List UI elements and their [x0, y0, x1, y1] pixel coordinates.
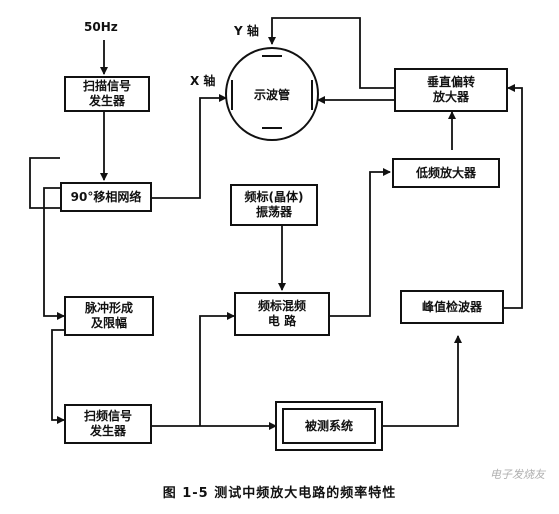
block-marker-oscillator: 频标(晶体) 振荡器: [230, 184, 318, 226]
oscilloscope-tube: [225, 47, 319, 141]
block-sweep-signal-generator: 扫描信号 发生器: [64, 76, 150, 112]
label-y-axis: Y 轴: [234, 24, 259, 38]
wire-sweep-to-mixer: [199, 312, 235, 426]
figure-caption: 图 1-5 测试中频放大电路的频率特性: [162, 486, 397, 501]
dut-outer-frame: [275, 401, 383, 451]
block-marker-mixer: 频标混频 电 路: [234, 292, 330, 336]
wire-mixer-to-lfamp: [330, 168, 391, 317]
label-50hz: 50Hz: [84, 20, 118, 34]
block-sweep-frequency-generator: 扫频信号 发生器: [64, 404, 152, 444]
wire-phase-to-pulse: [43, 187, 65, 320]
block-vertical-deflection-amplifier: 垂直偏转 放大器: [394, 68, 508, 112]
label-x-axis: X 轴: [190, 74, 216, 88]
block-phase-shift-network: 90°移相网络: [60, 182, 152, 212]
block-low-frequency-amplifier: 低频放大器: [392, 158, 500, 188]
oscilloscope-label: 示波管: [253, 87, 290, 102]
wire-y-axis: [268, 17, 394, 89]
block-device-under-test: 被测系统: [282, 408, 376, 444]
wire-x-axis: [150, 94, 227, 199]
block-pulse-shaping: 脉冲形成 及限幅: [64, 296, 154, 336]
wire-detector-to-vamp: [504, 84, 523, 309]
watermark: 电子发烧友: [490, 468, 545, 481]
wire-dut-to-detector: [382, 335, 462, 427]
wire-pulse-to-sweep: [51, 329, 65, 424]
block-peak-detector: 峰值检波器: [400, 290, 504, 324]
wire-left-loop: [29, 157, 60, 209]
